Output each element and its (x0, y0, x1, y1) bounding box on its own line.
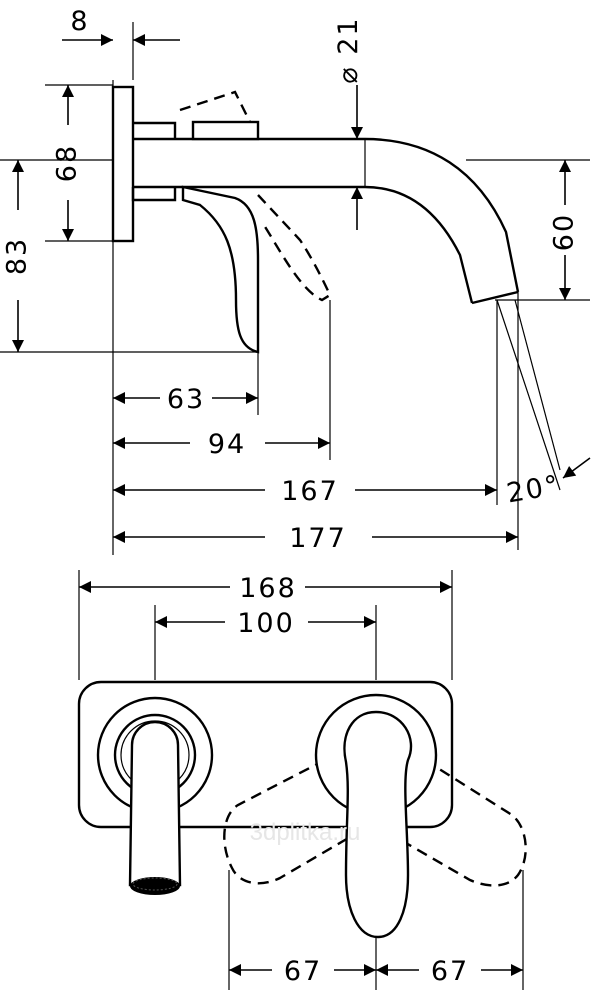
dim-lever-swing-right: 67 (431, 956, 469, 987)
side-view: 8 ⌀ 21 68 83 60 63 94 167 177 (0, 6, 591, 555)
spout-body (133, 137, 520, 293)
lever-swing-right (391, 758, 527, 887)
spout-top (128, 720, 182, 887)
dim-center-distance: 100 (237, 608, 295, 639)
dim-lever-projection: 63 (167, 384, 205, 415)
valve-cap (191, 120, 260, 141)
dim-spout-drop: 60 (549, 213, 580, 251)
spout-outlet (471, 290, 519, 305)
aerator (130, 877, 180, 895)
dim-rosette-height: 68 (52, 144, 83, 182)
top-view: 168 100 3dplitka.ru 67 67 (77, 570, 527, 990)
dim-spout-diameter: ⌀ 21 (333, 16, 364, 83)
dim-spray-angle: 20° (504, 470, 562, 510)
dim-spout-outlet: 167 (281, 476, 339, 507)
dim-lever-open: 94 (208, 429, 246, 460)
lever-swing-left (223, 758, 363, 885)
dim-total-height: 83 (2, 237, 33, 275)
dim-spout-reach: 177 (289, 523, 347, 554)
mixer-lever (343, 710, 413, 939)
dim-plate-width: 168 (239, 573, 297, 604)
dim-rosette-thickness: 8 (70, 6, 89, 37)
watermark: 3dplitka.ru (250, 819, 361, 846)
dim-lever-swing-left: 67 (284, 956, 322, 987)
lever-closed (181, 185, 260, 354)
lever-open-outline (257, 194, 332, 302)
wall-rosette (111, 85, 135, 243)
